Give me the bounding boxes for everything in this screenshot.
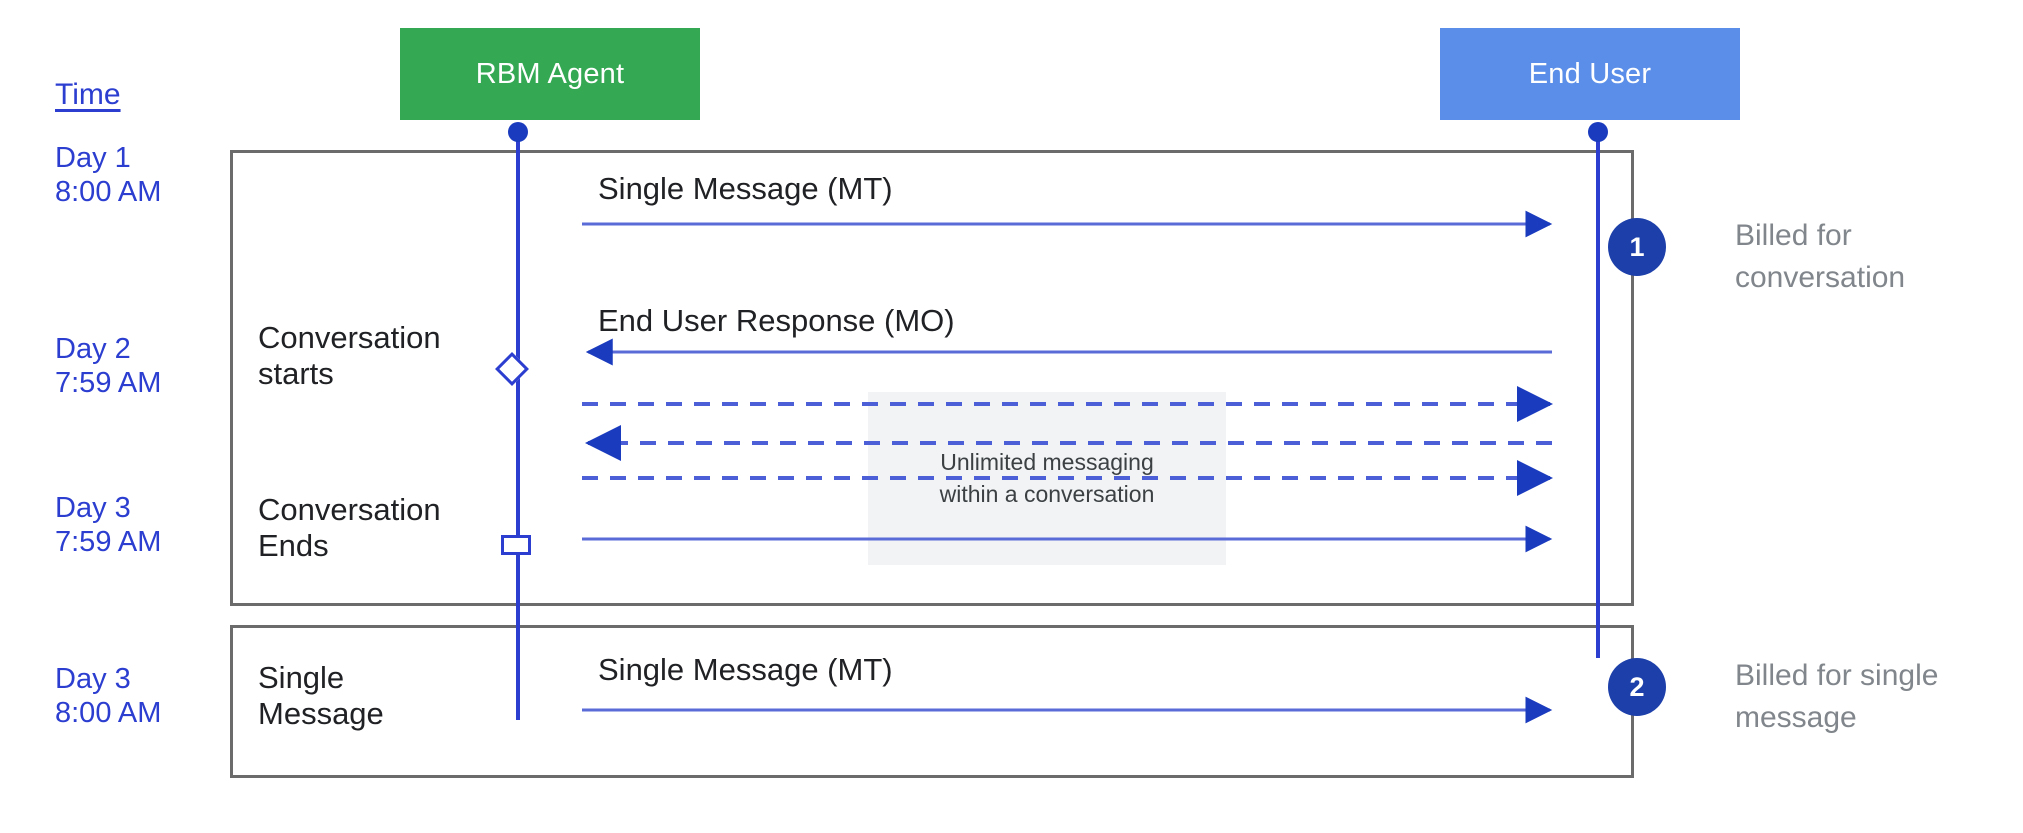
phase-label-single-message: Single Message <box>258 660 384 731</box>
billing-badge-2[interactable]: 2 <box>1608 658 1666 716</box>
actor-rbm-agent[interactable]: RBM Agent <box>400 28 700 120</box>
message-label-single-message-mt-1: Single Message (MT) <box>598 171 893 206</box>
square-marker-conversation-end <box>501 535 531 555</box>
lifeline-rbm-agent <box>516 128 520 720</box>
billing-caption-1: Billed for conversation <box>1735 219 1906 294</box>
group-box-single-message <box>230 625 1634 778</box>
lifeline-dot-end-user <box>1588 122 1608 142</box>
time-column-header: Time <box>55 78 121 111</box>
note-unlimited-messaging: Unlimited messaging within a conversatio… <box>868 392 1226 565</box>
group-box-conversation <box>230 150 1634 606</box>
billing-badge-1[interactable]: 1 <box>1608 218 1666 276</box>
phase-label-conversation-ends: Conversation Ends <box>258 492 441 563</box>
time-label-day3-800am: Day 3 8:00 AM <box>55 663 162 729</box>
time-label-day1-800am: Day 1 8:00 AM <box>55 142 162 208</box>
lifeline-end-user <box>1596 128 1600 658</box>
message-label-single-message-mt-2: Single Message (MT) <box>598 652 893 687</box>
phase-label-conversation-starts: Conversation starts <box>258 320 441 391</box>
time-label-day3-759am: Day 3 7:59 AM <box>55 492 162 558</box>
time-label-day2-759am: Day 2 7:59 AM <box>55 333 162 399</box>
lifeline-dot-rbm-agent <box>508 122 528 142</box>
billing-caption-2: Billed for single message <box>1735 659 1939 734</box>
message-label-end-user-response-mo: End User Response (MO) <box>598 303 955 338</box>
actor-end-user[interactable]: End User <box>1440 28 1740 120</box>
